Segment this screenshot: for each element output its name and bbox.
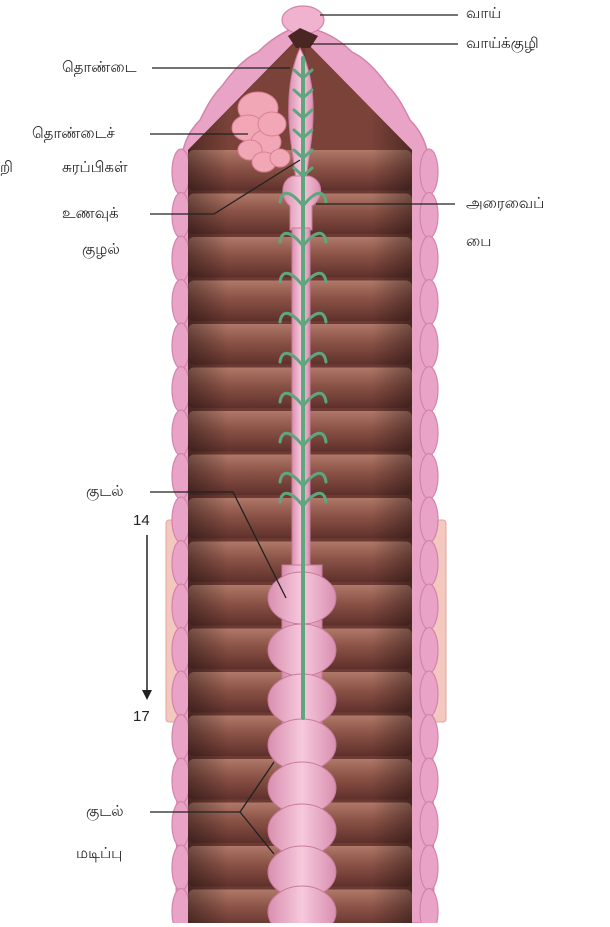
segment-range-arrowhead xyxy=(142,690,152,700)
wall-bulge-left xyxy=(172,323,190,369)
wall-bulge-left xyxy=(172,758,190,804)
wall-bulge-left xyxy=(172,845,190,891)
wall-bulge-right xyxy=(420,193,438,239)
wall-bulge-right xyxy=(420,845,438,891)
wall-bulge-left xyxy=(172,149,190,195)
wall-bulge-right xyxy=(420,323,438,369)
label-cutoff: றி xyxy=(0,158,13,176)
wall-bulge-left xyxy=(172,236,190,282)
wall-bulge-left xyxy=(172,367,190,413)
wall-bulge-left xyxy=(172,889,190,924)
label-pharyngeal-glands-1: தொண்டைச் xyxy=(32,124,115,142)
segment-start-number: 14 xyxy=(133,512,150,529)
wall-bulge-left xyxy=(172,802,190,848)
wall-bulge-right xyxy=(420,149,438,195)
label-gizzard-1: அரைவைப் xyxy=(466,194,544,212)
wall-bulge-right xyxy=(420,497,438,543)
wall-bulge-right xyxy=(420,802,438,848)
label-oesophagus-2: குழல் xyxy=(82,240,120,258)
label-pharynx: தொண்டை xyxy=(62,58,137,76)
wall-bulge-right xyxy=(420,236,438,282)
wall-bulge-right xyxy=(420,889,438,924)
wall-bulge-right xyxy=(420,584,438,630)
label-mouth: வாய் xyxy=(466,4,501,22)
wall-bulge-left xyxy=(172,410,190,456)
wall-bulge-right xyxy=(420,715,438,761)
wall-bulge-left xyxy=(172,193,190,239)
wall-bulge-right xyxy=(420,454,438,500)
segment-end-number: 17 xyxy=(133,708,150,725)
wall-bulge-left xyxy=(172,628,190,674)
wall-bulge-left xyxy=(172,715,190,761)
wall-bulge-right xyxy=(420,280,438,326)
label-buccal-cavity: வாய்க்குழி xyxy=(466,34,539,52)
wall-bulge-left xyxy=(172,497,190,543)
wall-bulge-right xyxy=(420,410,438,456)
wall-bulge-right xyxy=(420,541,438,587)
label-gizzard-2: பை xyxy=(466,232,491,250)
wall-bulge-right xyxy=(420,367,438,413)
wall-bulge-left xyxy=(172,541,190,587)
wall-bulge-right xyxy=(420,758,438,804)
wall-bulge-left xyxy=(172,584,190,630)
wall-bulge-right xyxy=(420,671,438,717)
label-oesophagus-1: உணவுக் xyxy=(62,204,119,222)
label-pharyngeal-glands-2: சுரப்பிகள் xyxy=(62,158,128,176)
label-intestine: குடல் xyxy=(86,482,124,500)
wall-bulge-left xyxy=(172,671,190,717)
wall-bulge-right xyxy=(420,628,438,674)
label-caeca-1: குடல் xyxy=(86,802,124,820)
wall-bulge-left xyxy=(172,280,190,326)
label-caeca-2: மடிப்பு xyxy=(76,844,122,862)
